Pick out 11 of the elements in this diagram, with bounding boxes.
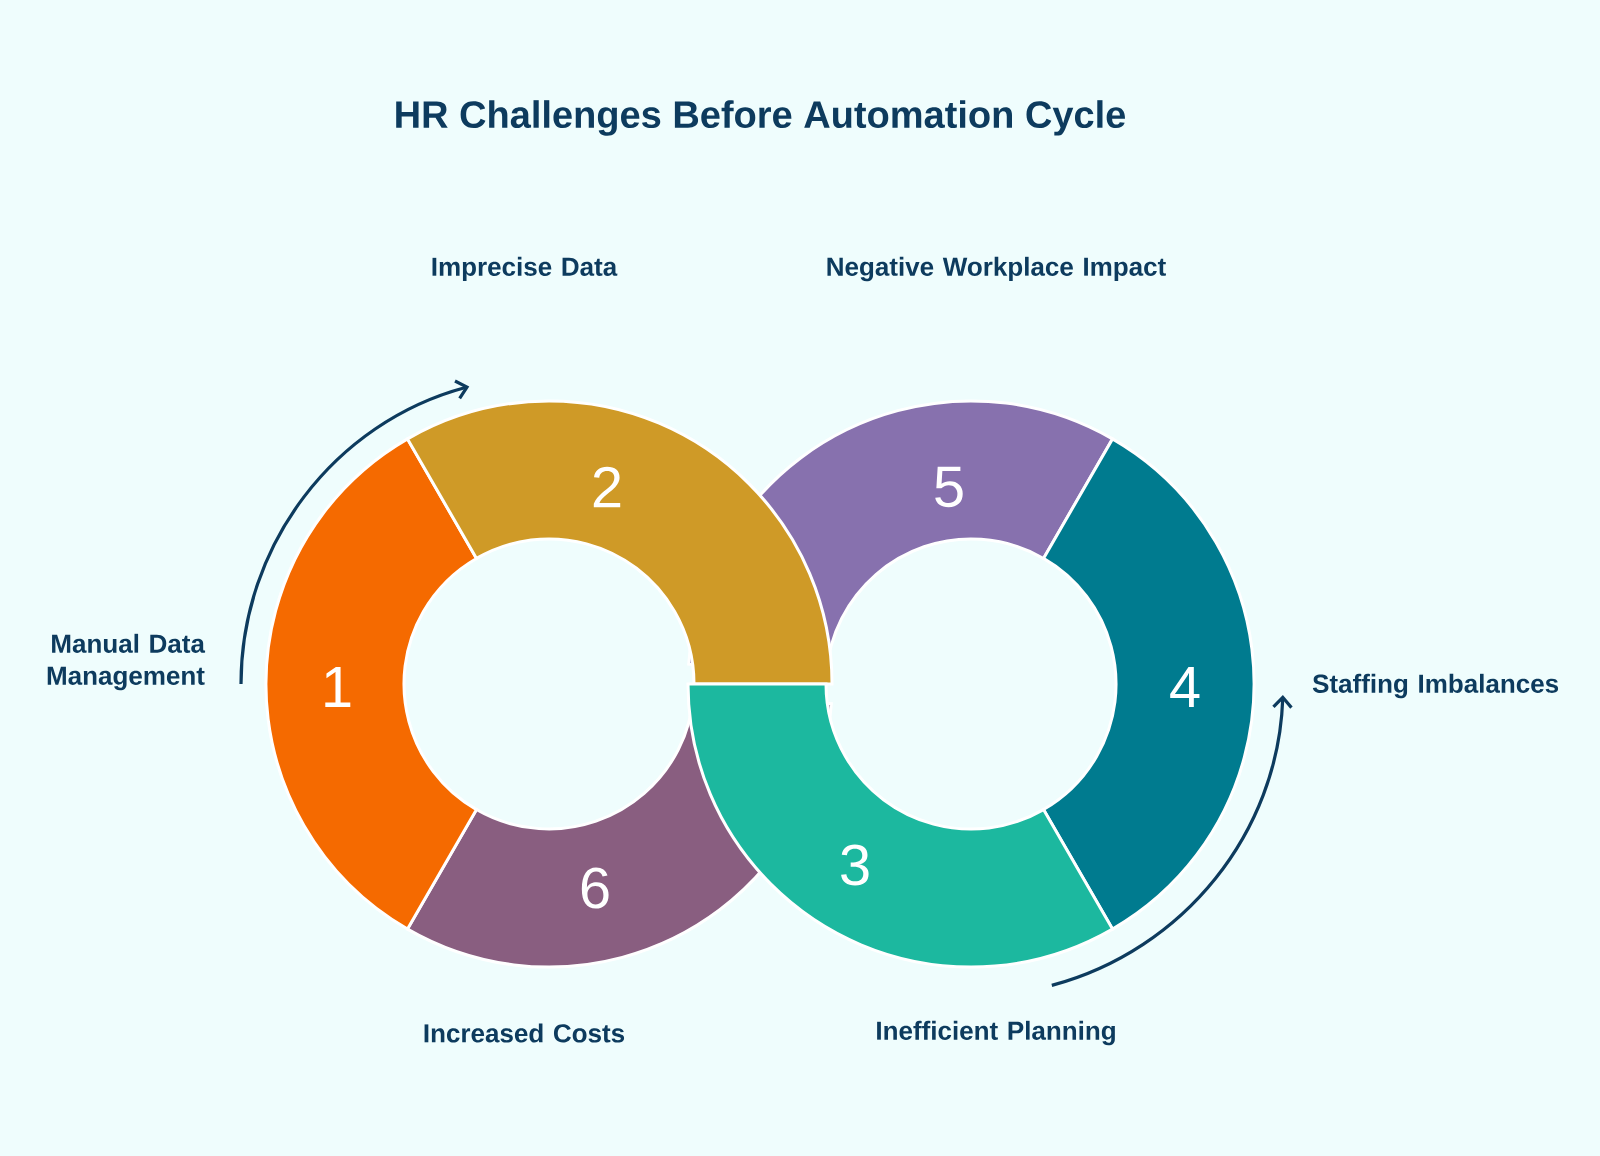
ring-segment: 3 [686, 682, 1114, 969]
title: HR Challenges Before Automation Cycle [396, 100, 1125, 136]
segment-label: Imprecise Data [432, 256, 618, 282]
segment-label: Staffing Imbalances [1312, 673, 1559, 699]
ring-segment: 4 [1042, 437, 1256, 931]
segment-label: Inefficient Planning [877, 1020, 1115, 1046]
ring-segment: 2 [406, 399, 834, 686]
ring-segment: 1 [264, 437, 478, 931]
segment-label: Increased Costs [424, 1023, 625, 1043]
segment-label: Negative Workplace Impact [827, 256, 1166, 282]
segment-label: Manual Data Management [47, 633, 206, 691]
